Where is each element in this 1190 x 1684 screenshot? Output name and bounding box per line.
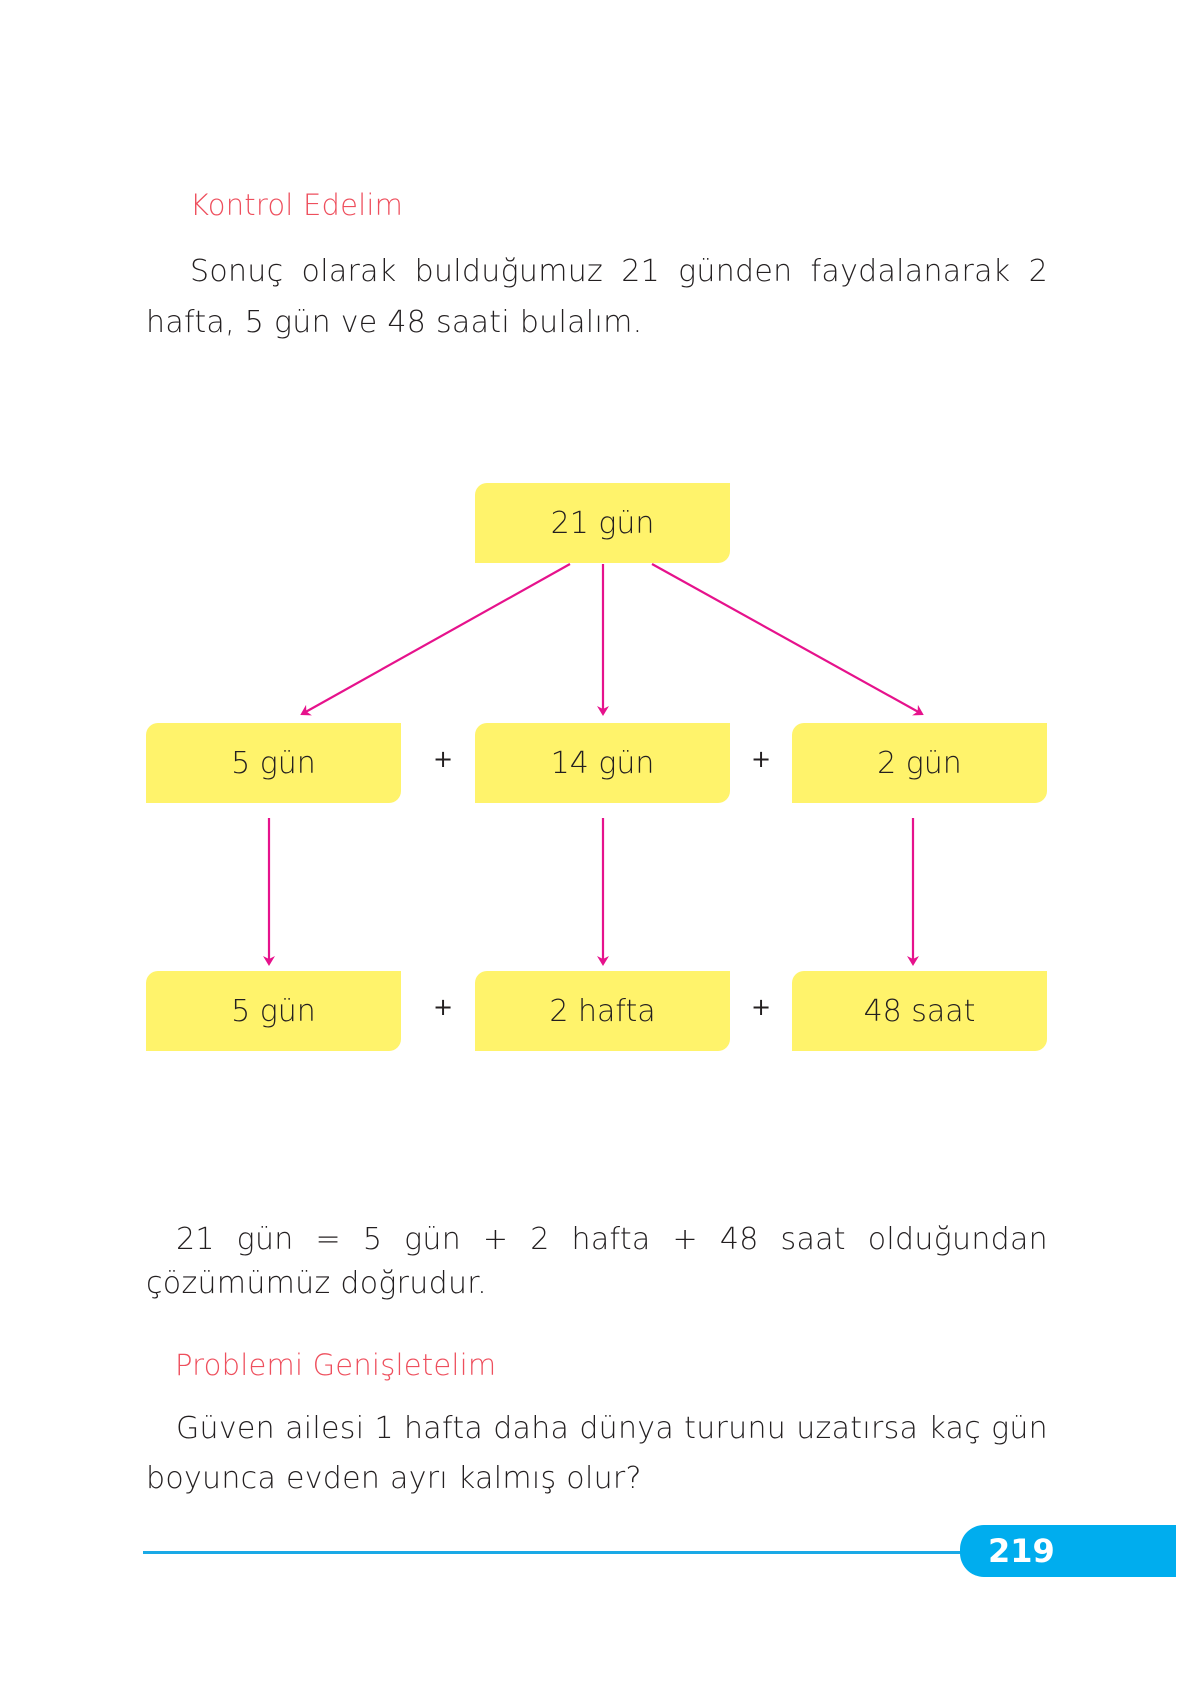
conclusion-paragraph: 21 gün = 5 gün + 2 hafta + 48 saat olduğ… (146, 1218, 1048, 1306)
arrow-top-to-left (300, 563, 571, 716)
box-total-days: 21 gün (475, 483, 730, 563)
section-heading-problemi-genisletelim: Problemi Genişletelim (175, 1348, 497, 1382)
plus-sign: + (750, 993, 772, 1021)
page-number-badge: 219 (960, 1525, 1176, 1577)
page-number: 219 (988, 1532, 1055, 1570)
conclusion-paragraph-text: 21 gün = 5 gün + 2 hafta + 48 saat olduğ… (146, 1222, 1048, 1301)
arrows-layer (263, 563, 924, 966)
section-heading-kontrol-edelim: Kontrol Edelim (190, 188, 404, 222)
extension-question-text: Güven ailesi 1 hafta daha dünya turunu u… (146, 1411, 1048, 1496)
check-paragraph: Sonuç olarak bulduğumuz 21 günden faydal… (146, 246, 1048, 348)
plus-sign: + (432, 745, 454, 773)
plus-sign: + (750, 745, 772, 773)
arrow-top-to-right (651, 563, 924, 716)
plus-sign: + (432, 993, 454, 1021)
box-row3-middle: 2 hafta (475, 971, 730, 1051)
box-row2-left: 5 gün (146, 723, 401, 803)
extension-question-paragraph: Güven ailesi 1 hafta daha dünya turunu u… (146, 1404, 1048, 1504)
box-row3-left: 5 gün (146, 971, 401, 1051)
check-paragraph-text: Sonuç olarak bulduğumuz 21 günden faydal… (146, 254, 1048, 340)
box-row3-right: 48 saat (792, 971, 1047, 1051)
box-row2-right: 2 gün (792, 723, 1047, 803)
box-row2-middle: 14 gün (475, 723, 730, 803)
footer-rule (143, 1551, 983, 1554)
